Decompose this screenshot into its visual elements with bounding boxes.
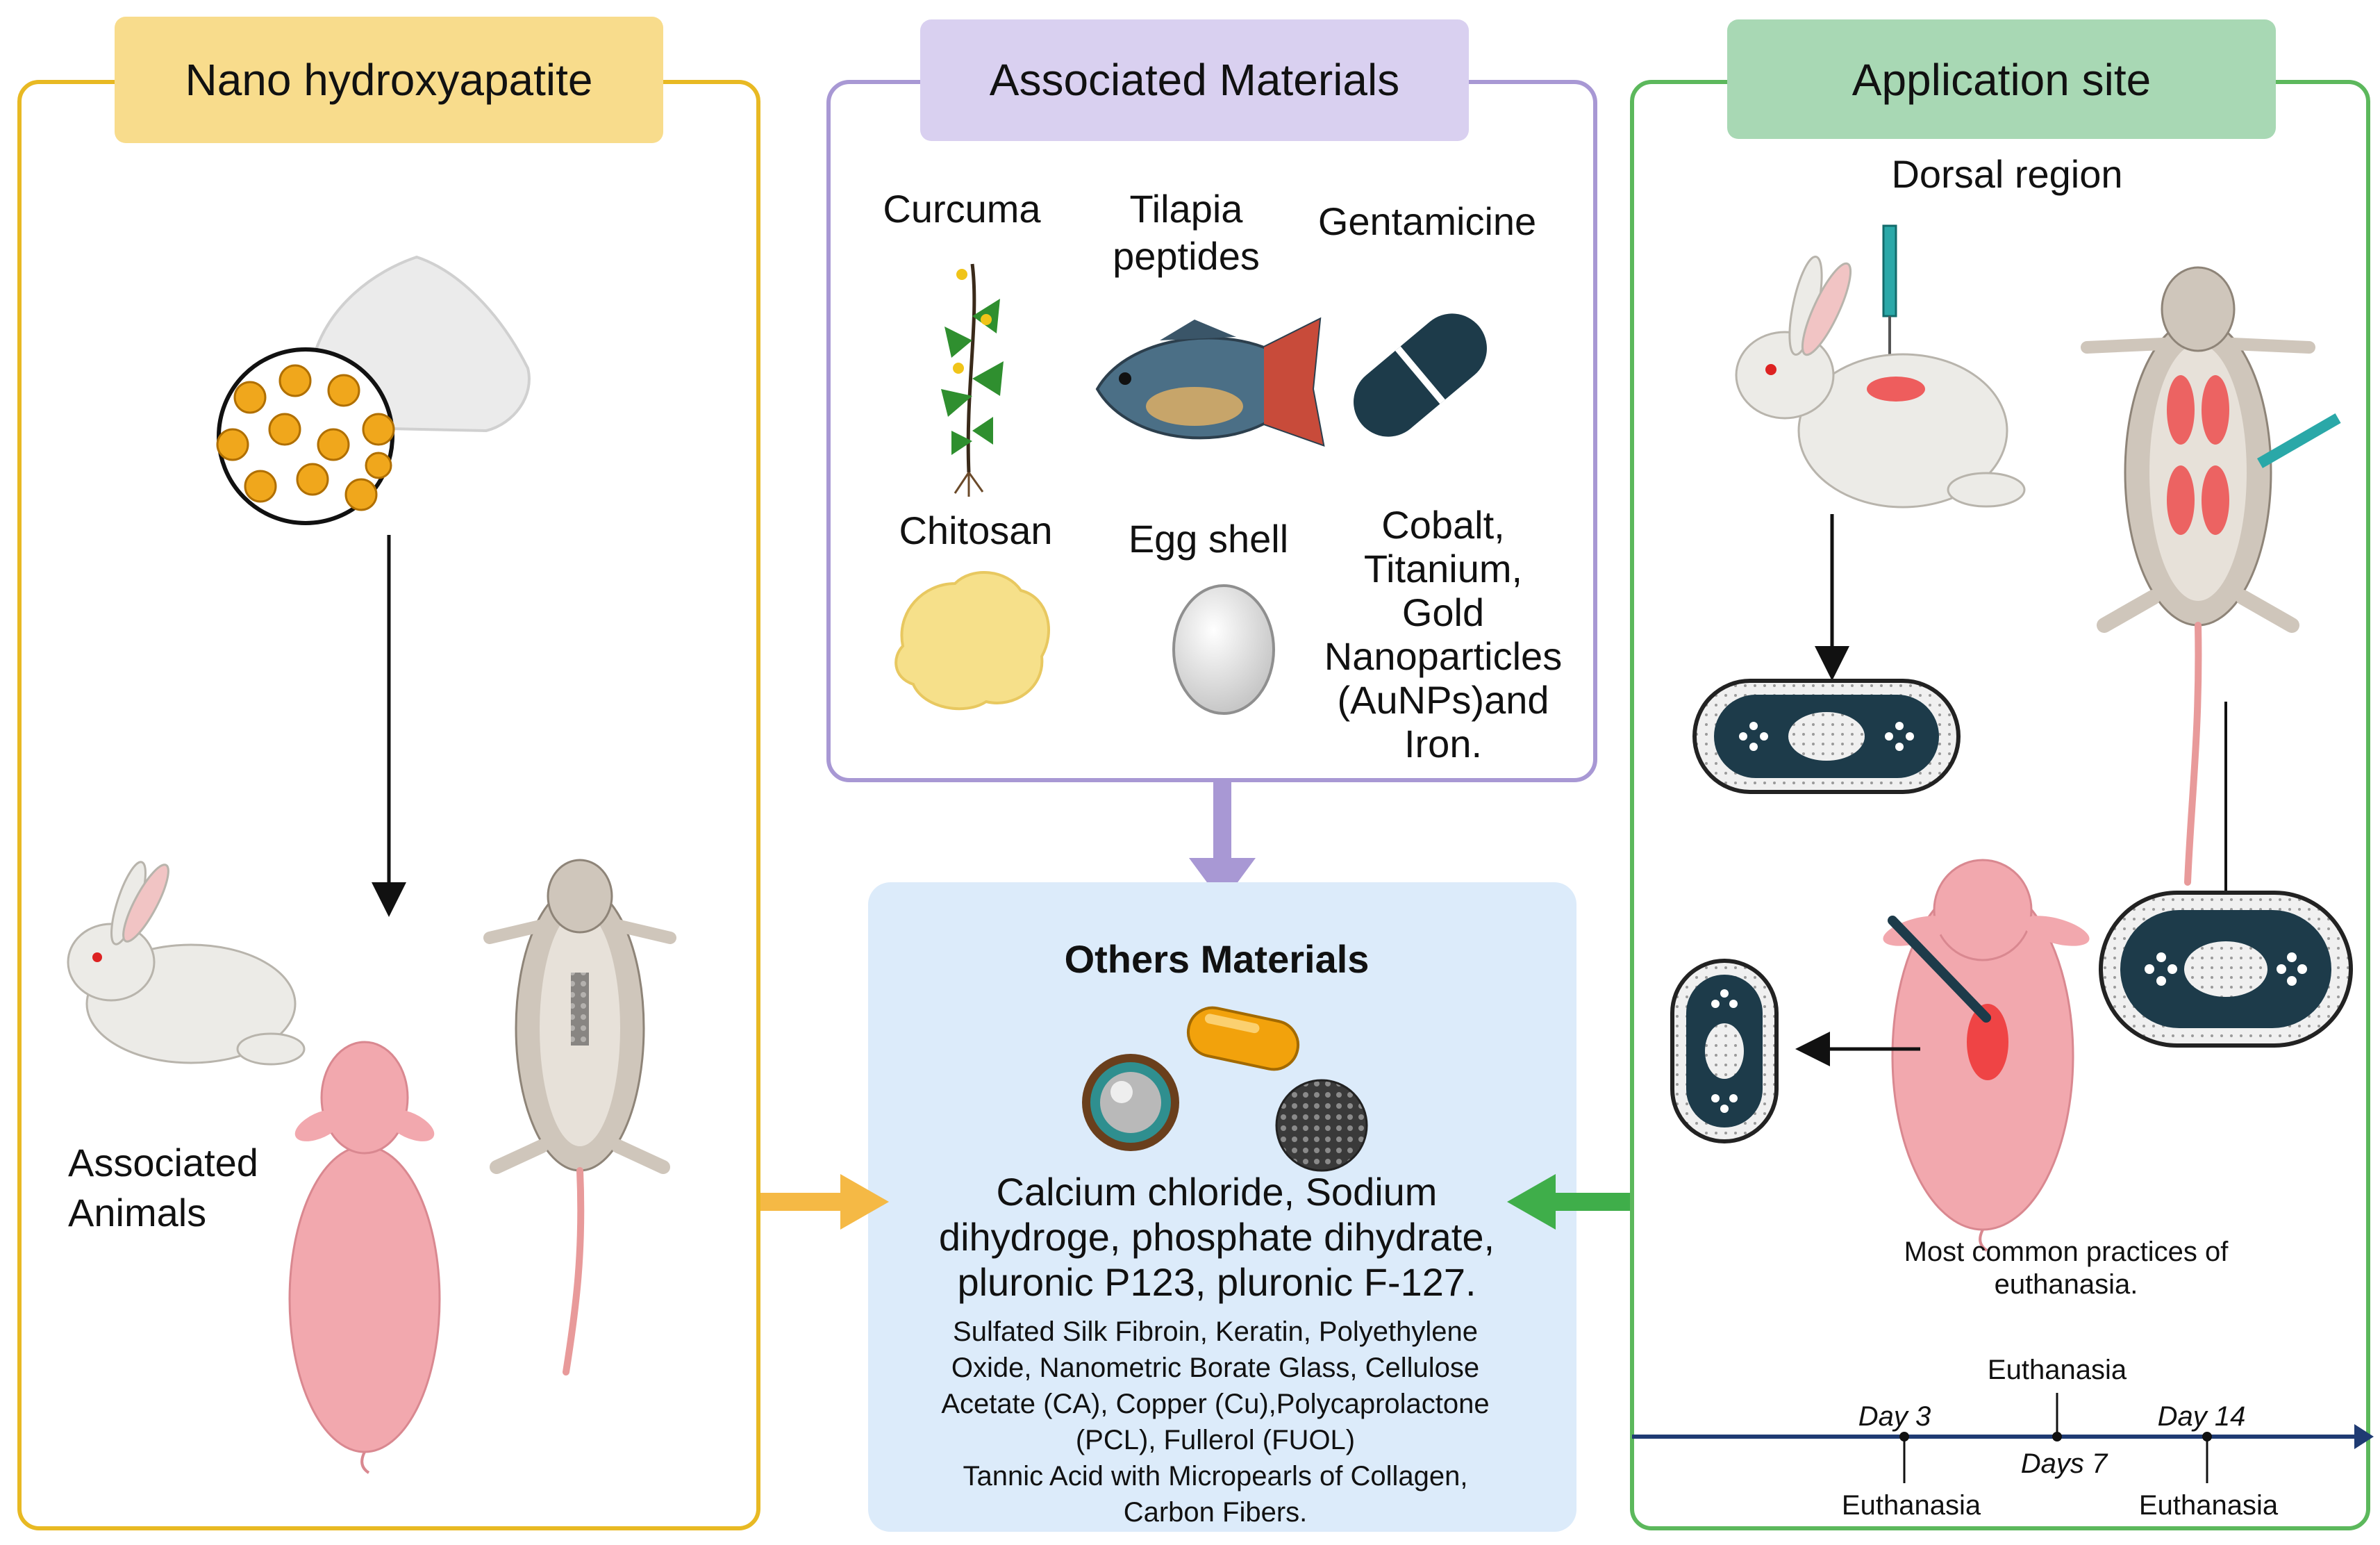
right-panel-title-bg (1727, 19, 2276, 139)
panel-associated-materials: Associated Materials Curcuma Tilapia pep… (826, 19, 1597, 782)
others-panel-bg (868, 882, 1576, 1532)
svg-text:Titanium,: Titanium, (1364, 547, 1522, 590)
right-panel-title: Application site (1852, 55, 2151, 105)
svg-text:(PCL), Fullerol (FUOL): (PCL), Fullerol (FUOL) (1076, 1425, 1355, 1455)
panel-nano-hydroxyapatite: Nano hydroxyapatite Associated Animals (17, 17, 760, 1530)
timeline-euthanasia-left: Euthanasia (1842, 1490, 1981, 1521)
others-panel-title: Others Materials (1065, 937, 1370, 981)
rabbit-icon (67, 861, 306, 1066)
svg-text:Acetate (CA), Copper (Cu),Poly: Acetate (CA), Copper (Cu),Polycaprolacto… (941, 1389, 1489, 1419)
euthanasia-note-line-1: Most common practices of (1904, 1237, 2229, 1267)
capsule-icon (1186, 1006, 1300, 1071)
others-main-text: Calcium chloride, Sodium dihydroge, phos… (939, 1170, 1495, 1304)
left-panel-title: Nano hydroxyapatite (185, 55, 592, 105)
core-shell-sphere-icon (1082, 1054, 1179, 1151)
pig-dorsal-icon (1883, 859, 2090, 1252)
associated-animals-label-1: Associated (68, 1141, 258, 1184)
svg-text:Sulfated Silk Fibroin, Keratin: Sulfated Silk Fibroin, Keratin, Polyethy… (953, 1316, 1478, 1347)
timeline-day7: Days 7 (2021, 1448, 2108, 1479)
right-panel-frame (1630, 80, 2370, 1530)
timeline-arrowhead (2354, 1424, 2374, 1449)
material-gentamicine-label: Gentamicine (1318, 199, 1536, 243)
implant-sample-1-icon (1692, 679, 1961, 794)
chitosan-powder-icon (894, 571, 1050, 711)
svg-text:Carbon Fibers.: Carbon Fibers. (1124, 1497, 1308, 1528)
panel-application-site: Application site Dorsal region (1630, 19, 2374, 1530)
euthanasia-note-line-2: euthanasia. (1995, 1269, 2138, 1300)
timeline-euthanasia-top: Euthanasia (1988, 1355, 2127, 1385)
middle-panel-title: Associated Materials (990, 55, 1399, 105)
left-panel-title-bg (115, 17, 663, 143)
svg-text:Nanoparticles: Nanoparticles (1324, 634, 1562, 678)
svg-text:pluronic P123, pluronic F-127.: pluronic P123, pluronic F-127. (957, 1260, 1476, 1304)
middle-panel-title-bg (920, 19, 1469, 141)
svg-text:Gold: Gold (1402, 590, 1484, 634)
yellow-right-arrow (760, 1174, 889, 1230)
timeline-day3: Day 3 (1858, 1401, 1931, 1432)
svg-text:Iron.: Iron. (1404, 722, 1482, 766)
associated-animals-label-2: Animals (68, 1191, 206, 1234)
curcuma-plant-icon (941, 263, 1004, 497)
material-curcuma-label: Curcuma (883, 187, 1041, 231)
timeline-day14: Day 14 (2158, 1401, 2246, 1432)
timeline-euthanasia-right: Euthanasia (2139, 1490, 2279, 1521)
porous-sphere-icon (1275, 1079, 1368, 1172)
svg-text:Calcium chloride, Sodium: Calcium chloride, Sodium (997, 1170, 1438, 1214)
rat-icon (483, 859, 676, 1375)
material-chitosan-label: Chitosan (899, 509, 1052, 552)
rat-dorsal-icon (2081, 266, 2341, 886)
others-small-text: Sulfated Silk Fibroin, Keratin, Polyethy… (941, 1316, 1489, 1528)
svg-text:Cobalt,: Cobalt, (1381, 503, 1504, 547)
right-panel-subtitle: Dorsal region (1891, 152, 2122, 196)
timeline: Day 3 Days 7 Day 14 Euthanasia Euthanasi… (1632, 1355, 2374, 1521)
syringe-icon (1882, 224, 1897, 361)
green-left-arrow (1507, 1174, 1631, 1230)
implant-sample-3-icon (1670, 959, 1779, 1143)
svg-text:dihydroge, phosphate dihydrat: dihydroge, phosphate dihydrate, (939, 1215, 1495, 1259)
nanoparticle-dots (216, 364, 395, 511)
material-metal-nanoparticles-label: Cobalt, Titanium, Gold Nanoparticles (Au… (1324, 503, 1562, 766)
implant-sample-2-icon (2099, 891, 2353, 1048)
panel-others-materials: Others Materials Calcium chloride, Sodiu… (868, 882, 1576, 1532)
purple-down-arrow (1189, 780, 1256, 903)
gentamicine-pill-icon (1354, 313, 1487, 437)
material-tilapia-label-1: Tilapia (1130, 187, 1244, 231)
svg-text:Oxide, Nanometric Borate Glass: Oxide, Nanometric Borate Glass, Cellulos… (951, 1353, 1479, 1383)
svg-text:(AuNPs)and: (AuNPs)and (1337, 678, 1549, 722)
material-egg-shell-label: Egg shell (1129, 517, 1288, 561)
tilapia-fish-icon (1095, 317, 1325, 447)
egg-shell-icon (1172, 584, 1275, 715)
svg-text:Tannic Acid with Micropearls o: Tannic Acid with Micropearls of Collagen… (963, 1461, 1467, 1492)
rabbit-dorsal-icon (1735, 255, 2026, 509)
pig-icon (288, 1041, 441, 1474)
material-tilapia-label-2: peptides (1113, 234, 1260, 278)
